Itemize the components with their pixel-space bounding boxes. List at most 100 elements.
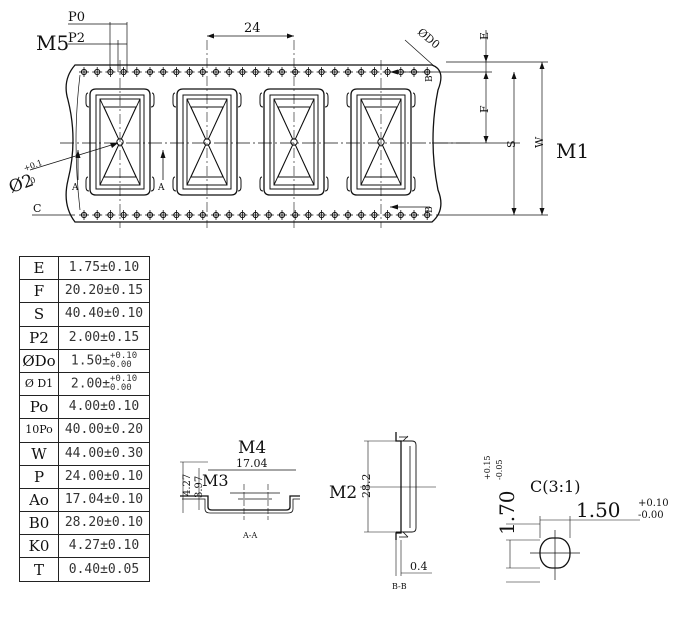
label-c: C: [33, 202, 41, 215]
sprocket-hole: [170, 66, 182, 78]
sprocket-hole: [302, 209, 314, 221]
sprocket-hole: [263, 209, 275, 221]
spec-value-main: 2.00: [70, 376, 103, 392]
sprocket-hole: [236, 209, 248, 221]
sprocket-hole: [104, 209, 116, 221]
sprocket-hole: [289, 209, 301, 221]
label-1-70-tol-down: -0.05: [495, 459, 504, 480]
label-a-left: A: [71, 183, 79, 193]
label-m1: M1: [556, 139, 589, 163]
label-e: E: [478, 32, 491, 40]
caption-b-b: B-B: [392, 582, 407, 591]
sprocket-hole: [91, 209, 103, 221]
sprocket-hole: [316, 66, 328, 78]
sprocket-hole: [197, 66, 209, 78]
sprocket-hole: [382, 209, 394, 221]
detail-c: C(3:1) 1.70 +0.15 -0.05 1.50 +0.10 -0.00: [483, 455, 669, 583]
sprocket-hole: [170, 209, 182, 221]
spec-symbol: Ao: [19, 487, 59, 513]
spec-value: 40.00±0.20: [58, 418, 150, 443]
caption-a-a: A-A: [242, 531, 257, 540]
spec-value: 28.20±0.10: [58, 511, 150, 536]
label-1-70: 1.70: [495, 490, 519, 535]
sprocket-hole: [342, 209, 354, 221]
label-m5: M5: [36, 31, 69, 55]
sprocket-hole: [395, 209, 407, 221]
sprocket-hole: [78, 209, 90, 221]
spec-symbol: F: [19, 279, 59, 304]
sprocket-hole: [276, 209, 288, 221]
spec-value: 17.04±0.10: [58, 487, 150, 513]
sprocket-hole: [289, 66, 301, 78]
sprocket-hole: [355, 209, 367, 221]
sprocket-hole: [184, 209, 196, 221]
label-1-70-tol-up: +0.15: [483, 455, 492, 480]
sprocket-hole: [342, 66, 354, 78]
spec-symbol: K0: [19, 534, 59, 559]
spec-value: 40.40±0.10: [58, 302, 150, 327]
sprocket-hole: [131, 209, 143, 221]
section-b-b: M2 28.2 0.4 B-B: [329, 432, 436, 591]
sprocket-hole: [223, 66, 235, 78]
label-detail-c: C(3:1): [530, 477, 580, 496]
sprocket-hole: [210, 66, 222, 78]
label-phi2-zero: 0: [29, 175, 37, 185]
label-28-2: 28.2: [360, 474, 373, 499]
spec-tol-down: 0.00: [110, 383, 132, 394]
sprocket-hole: [157, 66, 169, 78]
sprocket-hole: [184, 66, 196, 78]
sprocket-hole: [302, 66, 314, 78]
sprocket-hole: [210, 209, 222, 221]
sprocket-hole: [316, 209, 328, 221]
spec-symbol: Po: [19, 395, 59, 420]
sprocket-hole: [236, 66, 248, 78]
spec-symbol: Ø D1: [19, 371, 59, 397]
label-b-bottom: B: [425, 206, 435, 213]
sprocket-hole: [329, 209, 341, 221]
sprocket-hole: [144, 66, 156, 78]
label-0-4: 0.4: [410, 560, 428, 573]
spec-value: 44.00±0.30: [58, 441, 150, 466]
spec-value: 24.00±0.10: [58, 464, 150, 489]
spec-value-main: 1.50: [70, 353, 103, 369]
label-1-50-tol-down: -0.00: [638, 510, 664, 521]
label-w: W: [533, 136, 546, 148]
label-f: F: [478, 105, 491, 113]
spec-symbol: S: [19, 302, 59, 327]
label-phi2-tol: +0.1: [22, 158, 43, 173]
spec-value: 2.00±0.15: [58, 325, 150, 350]
label-s: S: [505, 140, 518, 148]
label-1-50-tol-up: +0.10: [638, 498, 669, 509]
sprocket-hole: [250, 209, 262, 221]
label-24: 24: [244, 21, 261, 36]
label-p0: P0: [68, 10, 85, 25]
spec-symbol: W: [19, 441, 59, 466]
sprocket-hole: [276, 66, 288, 78]
label-17-04: 17.04: [236, 457, 268, 470]
sprocket-hole: [223, 209, 235, 221]
sprocket-hole: [104, 66, 116, 78]
label-3-97: 3.97: [194, 476, 205, 498]
sprocket-hole: [263, 66, 275, 78]
sprocket-hole: [78, 66, 90, 78]
section-a-a: M4 17.04 4.27 3.97 M3 A-A: [180, 438, 300, 540]
label-a-right: A: [157, 183, 165, 193]
label-m4: M4: [238, 438, 266, 458]
spec-symbol: P: [19, 464, 59, 489]
sprocket-hole: [368, 209, 380, 221]
label-p2: P2: [68, 31, 85, 46]
spec-value: 4.00±0.10: [58, 395, 150, 420]
spec-value: 4.27±0.10: [58, 534, 150, 559]
